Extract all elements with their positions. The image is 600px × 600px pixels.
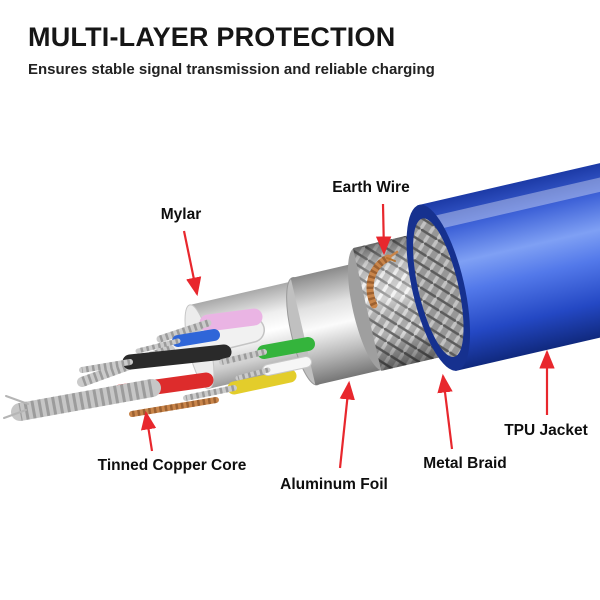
inner-wires <box>3 308 315 421</box>
earth-wire-arrow <box>375 203 392 256</box>
tpu-jacket-layer <box>406 149 600 371</box>
wire-yellow <box>183 369 297 401</box>
wire-blue <box>135 329 220 354</box>
page-subtitle: Ensures stable signal transmission and r… <box>28 61 435 78</box>
wire-copper-thin <box>129 397 219 417</box>
earth-wire <box>366 250 399 309</box>
label-metal-braid: Metal Braid <box>423 455 507 472</box>
label-tinned-copper-core: Tinned Copper Core <box>97 457 247 474</box>
wire-black <box>79 344 232 373</box>
label-tpu-jacket: TPU Jacket <box>504 422 588 439</box>
wire-white-small <box>235 356 312 381</box>
wire-pink <box>156 308 263 343</box>
mylar-arrow <box>182 230 202 297</box>
callout-arrows <box>140 203 555 469</box>
header: MULTI-LAYER PROTECTION Ensures stable si… <box>28 22 568 78</box>
wire-green <box>219 337 315 365</box>
tinned-copper-core-arrow <box>140 410 157 452</box>
label-aluminum-foil: Aluminum Foil <box>280 476 388 493</box>
aluminum-foil-arrow <box>338 380 355 469</box>
metal-braid-arrow <box>437 373 454 450</box>
label-earth-wire: Earth Wire <box>332 179 410 196</box>
page-title: MULTI-LAYER PROTECTION <box>28 22 396 52</box>
tinned-copper-bundle <box>3 379 161 421</box>
label-mylar: Mylar <box>160 206 202 223</box>
